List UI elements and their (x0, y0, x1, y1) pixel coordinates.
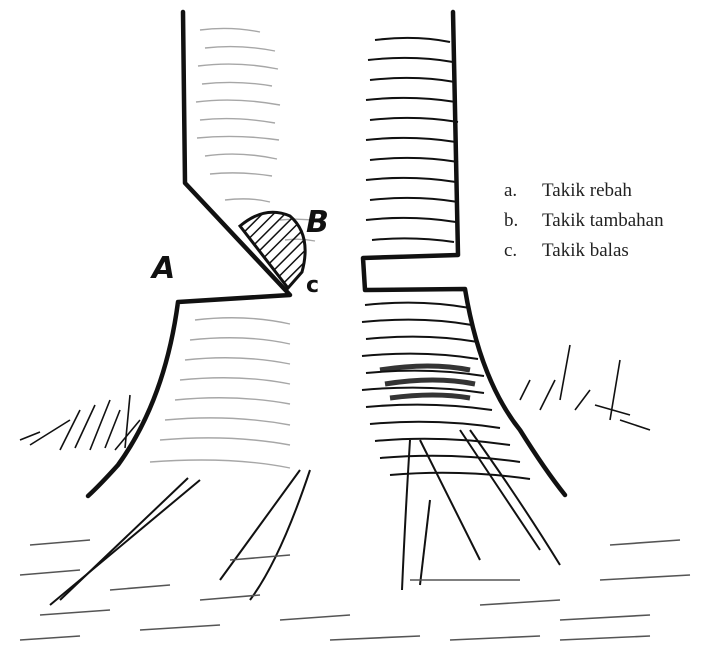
legend-mark: a. (504, 176, 542, 206)
label-c: c (306, 273, 319, 298)
ground (20, 540, 690, 640)
grass (20, 345, 650, 450)
legend-text: Takik balas (542, 236, 629, 266)
legend: a. Takik rebah b. Takik tambahan c. Taki… (504, 176, 664, 266)
legend-text: Takik tambahan (542, 206, 664, 236)
label-a: A (150, 251, 175, 286)
label-b: B (306, 205, 329, 240)
legend-mark: b. (504, 206, 542, 236)
legend-item: a. Takik rebah (504, 176, 664, 206)
legend-item: b. Takik tambahan (504, 206, 664, 236)
legend-item: c. Takik balas (504, 236, 664, 266)
legend-text: Takik rebah (542, 176, 632, 206)
legend-mark: c. (504, 236, 542, 266)
